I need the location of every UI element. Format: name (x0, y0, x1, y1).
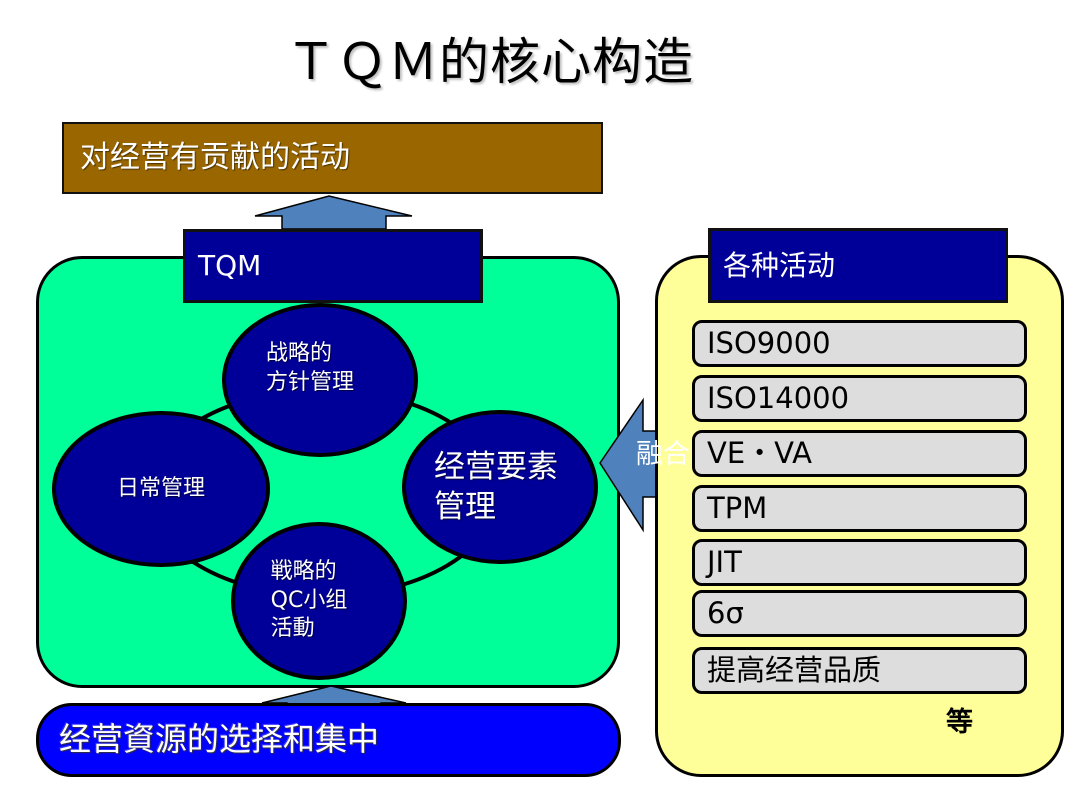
tqm-header: TQM (183, 229, 483, 303)
daily-management-node: 日常管理 (52, 411, 270, 567)
activity-item: TPM (692, 485, 1027, 532)
activity-item: 提高经营品质 (692, 647, 1027, 694)
management-elements-label: 经营要素 管理 (434, 448, 558, 525)
activities-header: 各种活动 (708, 228, 1008, 303)
fusion-label: 融合 (636, 439, 690, 470)
activity-item: VE・VA (692, 430, 1027, 477)
arrow-up-icon (254, 195, 413, 230)
activity-item: ISO9000 (692, 320, 1027, 367)
etc-label: 等 (946, 707, 973, 738)
activity-item: ISO14000 (692, 375, 1027, 422)
page-title: ＴＱＭ的核心构造 (286, 33, 694, 91)
daily-management-label: 日常管理 (116, 475, 205, 501)
strategic-qc-label: 戦略的 QC小组 活動 (270, 559, 348, 642)
foundation-bar: 经营資源的选择和集中 (36, 703, 621, 777)
strategic-qc-node: 戦略的 QC小组 活動 (231, 522, 407, 680)
activity-item: JIT (692, 539, 1027, 586)
strategic-policy-label: 战略的 方针管理 (265, 341, 354, 395)
management-elements-node: 经营要素 管理 (402, 410, 598, 564)
strategic-policy-node: 战略的 方针管理 (222, 303, 418, 457)
goal-box: 对经营有贡献的活动 (62, 122, 603, 194)
activity-item: 6σ (692, 590, 1027, 637)
